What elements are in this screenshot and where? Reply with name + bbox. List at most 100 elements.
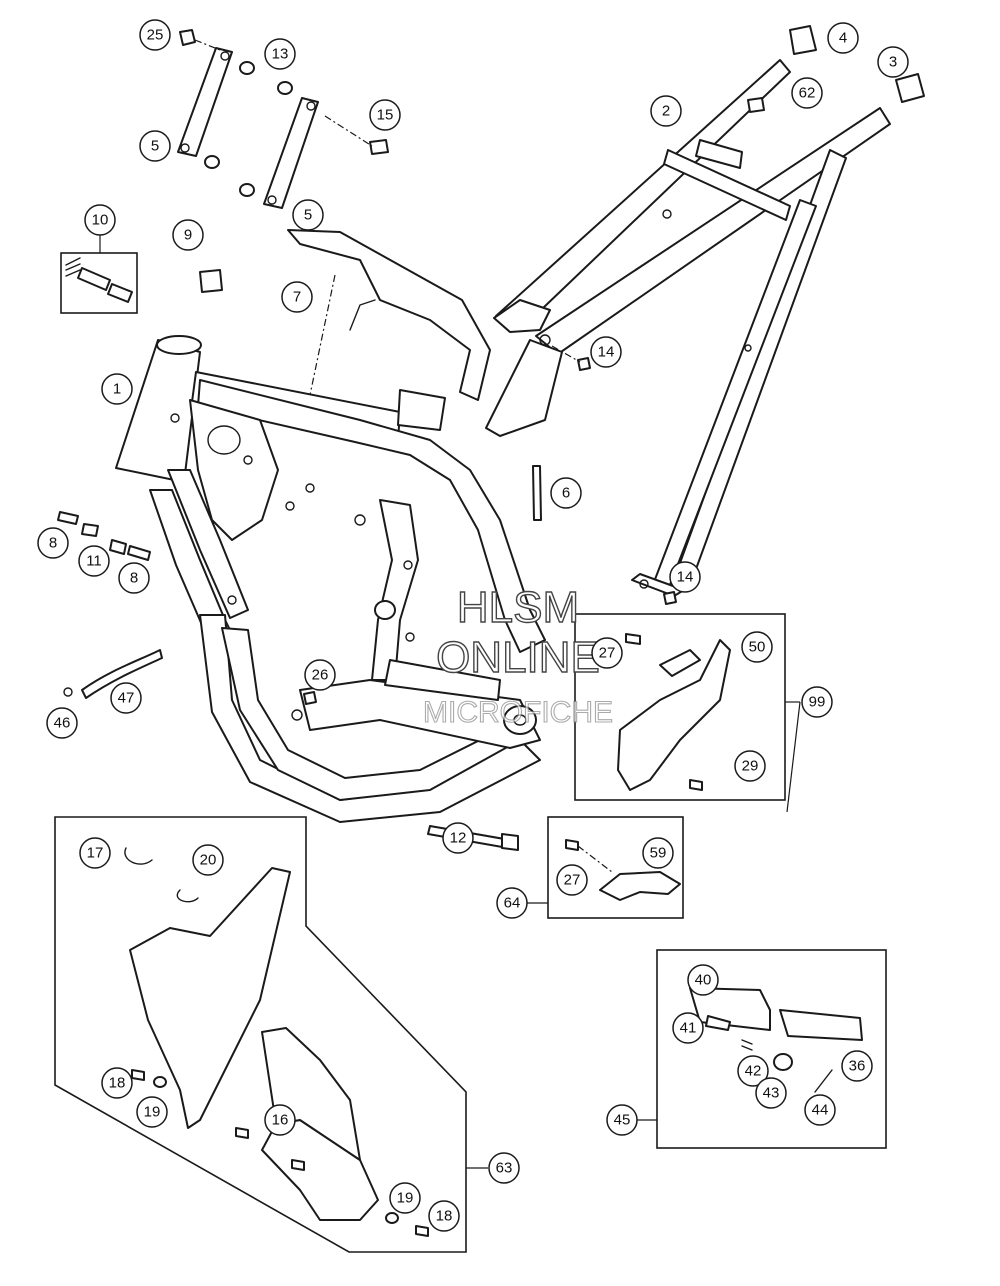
callout-label: 19 (144, 1104, 161, 1121)
callout-16: 16 (264, 1104, 296, 1136)
bolt-8b (127, 545, 151, 561)
callout-circle (110, 682, 142, 714)
callout-63: 63 (488, 1152, 520, 1184)
callout-circle (650, 95, 682, 127)
callout-label: 62 (799, 85, 816, 102)
callout-circle (78, 545, 110, 577)
main-frame (115, 335, 546, 823)
callout-circle (442, 822, 474, 854)
callout-17: 17 (79, 837, 111, 869)
callout-circle (101, 1067, 133, 1099)
washer-43 (773, 1053, 793, 1071)
callout-circle (79, 837, 111, 869)
callout-label: 19 (397, 1190, 414, 1207)
callout-label: 18 (109, 1075, 126, 1092)
callout-label: 46 (54, 715, 71, 732)
callout-circle (669, 561, 701, 593)
bolt-6 (532, 465, 542, 521)
callout-4: 4 (827, 22, 859, 54)
callout-label: 10 (92, 212, 109, 229)
callout-label: 47 (118, 690, 135, 707)
callout-circle (139, 130, 171, 162)
callout-circle (606, 1104, 638, 1136)
callout-label: 27 (564, 872, 581, 889)
callout-label: 42 (745, 1063, 762, 1080)
callout-14a: 14 (590, 336, 622, 368)
callout-circle (550, 477, 582, 509)
watermark: HLSM ONLINE MICROFICHE (422, 582, 613, 729)
group-box-10 (60, 252, 138, 314)
chain-guide-99 (617, 639, 731, 791)
washer-13d (239, 183, 255, 197)
callout-label: 1 (113, 381, 121, 398)
group-box-99 (574, 613, 786, 801)
callout-62: 62 (791, 77, 823, 109)
bracket-link-lower (263, 97, 319, 209)
callout-26: 26 (304, 659, 336, 691)
pin-41 (705, 1015, 731, 1031)
callout-label: 26 (312, 667, 329, 684)
callout-3: 3 (877, 46, 909, 78)
callout-6: 6 (550, 477, 582, 509)
callout-circle (37, 527, 69, 559)
callout-15: 15 (369, 99, 401, 131)
slider-59 (599, 871, 681, 901)
callout-circle (591, 637, 623, 669)
bolt-26 (303, 691, 317, 705)
callout-circle (118, 562, 150, 594)
callout-circle (672, 1012, 704, 1044)
callout-circle (496, 887, 528, 919)
cotter-pin-44 (814, 1069, 833, 1093)
callout-label: 16 (272, 1112, 289, 1129)
callout-label: 5 (304, 207, 312, 224)
callout-label: 4 (839, 30, 847, 47)
callout-46: 46 (46, 707, 78, 739)
washer-13c (204, 155, 220, 169)
callout-45: 45 (606, 1104, 638, 1136)
callout-circle (264, 38, 296, 70)
callout-8b: 8 (118, 562, 150, 594)
callout-circle (642, 837, 674, 869)
group-box-63 (54, 816, 467, 1253)
callout-circle (791, 77, 823, 109)
callout-59: 59 (642, 837, 674, 869)
callout-label: 29 (742, 758, 759, 775)
callout-circle (281, 281, 313, 313)
footrest-36 (779, 1009, 863, 1041)
callout-label: 50 (749, 639, 766, 656)
callout-label: 9 (184, 227, 192, 244)
group-box-45 (656, 949, 887, 1149)
watermark-line-3: MICROFICHE (423, 696, 613, 729)
frame-guard-left (129, 867, 291, 1129)
callout-circle (841, 1050, 873, 1082)
callout-19b: 19 (389, 1182, 421, 1214)
callout-circle (136, 1096, 168, 1128)
callout-27b: 27 (556, 864, 588, 896)
nut-62 (747, 97, 765, 113)
rear-subframe (485, 59, 891, 597)
callout-20: 20 (192, 844, 224, 876)
callout-label: 44 (812, 1102, 829, 1119)
callout-label: 40 (695, 972, 712, 989)
callout-label: 3 (889, 54, 897, 71)
callout-36: 36 (841, 1050, 873, 1082)
callout-circle (101, 373, 133, 405)
callout-9: 9 (172, 219, 204, 251)
callout-label: 18 (436, 1208, 453, 1225)
washer-13a (239, 61, 255, 75)
plug-4 (789, 25, 817, 55)
callout-5a: 5 (139, 130, 171, 162)
callout-label: 59 (650, 845, 667, 862)
callout-label: 45 (614, 1112, 631, 1129)
callout-circle (292, 199, 324, 231)
nut-11 (81, 523, 99, 537)
callout-label: 20 (200, 852, 217, 869)
callout-label: 11 (86, 553, 102, 570)
callout-circle (755, 1077, 787, 1109)
callout-circle (877, 46, 909, 78)
callout-40: 40 (687, 964, 719, 996)
callout-label: 5 (151, 138, 159, 155)
callout-13: 13 (264, 38, 296, 70)
